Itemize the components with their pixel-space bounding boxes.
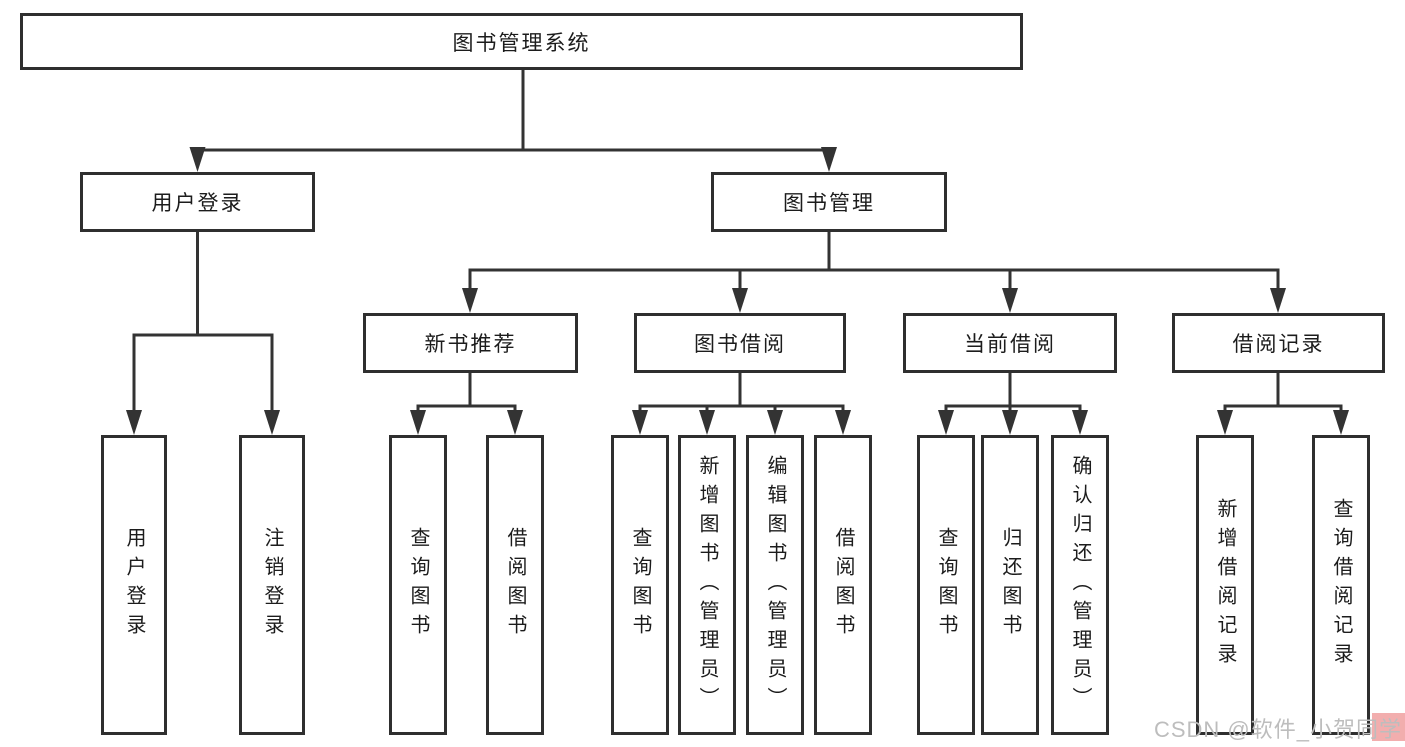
leaf-query-books-3: 查询图书: [917, 435, 975, 735]
node-borrowing-records: 借阅记录: [1172, 313, 1385, 373]
node-label: 查询图书: [629, 527, 651, 643]
watermark: CSDN @软件_小贺同学: [1153, 717, 1402, 742]
node-label: 查询图书: [407, 527, 429, 643]
node-label: 用户登录: [151, 192, 244, 215]
leaf-user-login: 用户登录: [101, 435, 167, 735]
node-label: 新增图书（管理员）: [696, 454, 718, 716]
node-current-borrowing: 当前借阅: [903, 313, 1117, 373]
node-user-login-group: 用户登录: [80, 172, 315, 232]
leaf-edit-books-admin: 编辑图书（管理员）: [746, 435, 804, 735]
leaf-query-books-2: 查询图书: [611, 435, 669, 735]
node-label: 借阅记录: [1232, 333, 1325, 356]
leaf-query-borrow-record: 查询借阅记录: [1312, 435, 1370, 735]
node-label: 新书推荐: [424, 333, 517, 356]
node-label: 注销登录: [261, 527, 283, 643]
node-label: 借阅图书: [504, 527, 526, 643]
node-library-management-system: 图书管理系统: [20, 13, 1023, 70]
node-label: 当前借阅: [964, 333, 1056, 356]
watermark-highlight: [1372, 713, 1405, 741]
node-label: 查询图书: [935, 527, 957, 643]
leaf-borrow-books-2: 借阅图书: [814, 435, 872, 735]
node-label: 图书管理系统: [452, 31, 591, 55]
node-label: 查询借阅记录: [1330, 498, 1352, 672]
node-label: 图书管理: [783, 192, 875, 215]
node-book-management-group: 图书管理: [711, 172, 947, 232]
node-label: 借阅图书: [832, 527, 854, 643]
leaf-logout: 注销登录: [239, 435, 305, 735]
node-label: 图书借阅: [694, 333, 786, 356]
leaf-return-books: 归还图书: [981, 435, 1039, 735]
leaf-confirm-return-admin: 确认归还（管理员）: [1051, 435, 1109, 735]
node-label: 确认归还（管理员）: [1069, 454, 1091, 716]
node-new-book-recommendation: 新书推荐: [363, 313, 578, 373]
leaf-add-books-admin: 新增图书（管理员）: [678, 435, 736, 735]
node-label: 编辑图书（管理员）: [764, 454, 786, 716]
leaf-query-books-1: 查询图书: [389, 435, 447, 735]
node-book-borrowing: 图书借阅: [634, 313, 846, 373]
node-label: 归还图书: [999, 527, 1021, 643]
leaf-borrow-books-1: 借阅图书: [486, 435, 544, 735]
node-label: 新增借阅记录: [1214, 498, 1236, 672]
leaf-add-borrow-record: 新增借阅记录: [1196, 435, 1254, 735]
node-label: 用户登录: [123, 527, 145, 643]
